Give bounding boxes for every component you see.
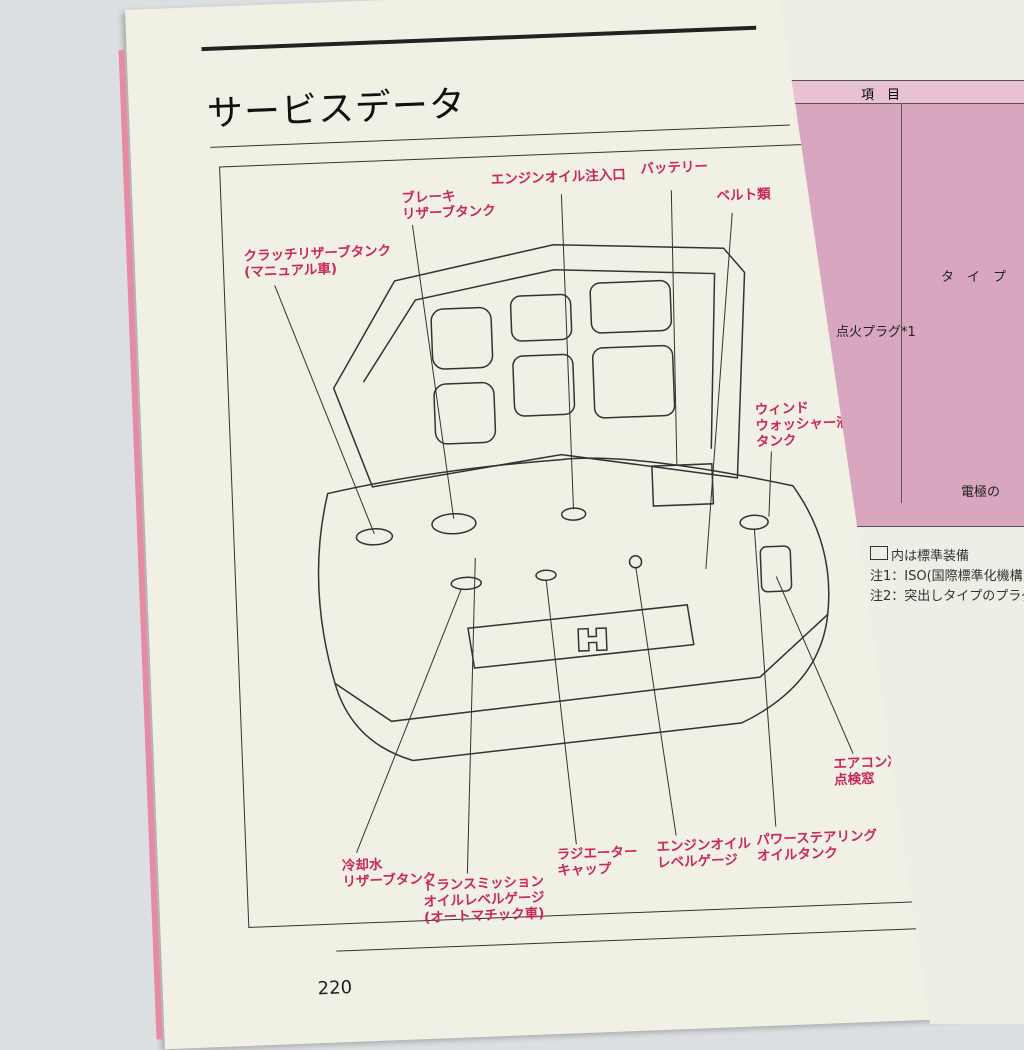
left-page: サービスデータ クラッチリザーブタンク (マニュアル車) ブレ	[118, 0, 965, 1050]
label-power-steering-tank: パワーステアリング オイルタンク	[756, 827, 878, 865]
top-rule	[201, 25, 757, 52]
note-1: 注1：ISO(国際標準化機構)規	[870, 569, 1024, 584]
bottom-rule	[336, 927, 926, 952]
label-washer-tank: ウィンド ウォッシャー液 タンク	[754, 400, 851, 451]
column-divider	[901, 103, 902, 503]
page-edge	[118, 50, 163, 1040]
row-label: 点火プラグ*1	[836, 325, 916, 340]
label-engine-oil-gauge: エンジンオイル レベルゲージ	[656, 835, 752, 872]
label-transmission-gauge: トランスミッション オイルレベルゲージ (オートマチック車)	[422, 873, 545, 927]
label-belts: ベルト類	[716, 186, 771, 205]
page-title: サービスデータ	[206, 83, 467, 135]
engine-bay-diagram: クラッチリザーブタンク (マニュアル車) ブレーキ リザーブタンク エンジンオイ…	[219, 140, 930, 928]
label-battery: バッテリー	[640, 158, 709, 178]
table-header: 項 目	[791, 81, 1024, 104]
col-label: タ イ プ	[941, 270, 1007, 285]
page-number: 220	[317, 977, 353, 1000]
table-header-text: 項 目	[861, 88, 901, 103]
label-radiator-cap: ラジエーター キャップ	[556, 843, 638, 880]
label-brake-tank: ブレーキ リザーブタンク	[401, 188, 496, 223]
note-standard: 内は標準装備	[870, 545, 969, 564]
label-clutch-tank: クラッチリザーブタンク (マニュアル車)	[243, 242, 392, 281]
car-drawing	[274, 190, 854, 874]
note-2: 注2：突出しタイプのプラグ	[870, 589, 1024, 604]
footer-cell: 電極の	[961, 485, 1001, 500]
